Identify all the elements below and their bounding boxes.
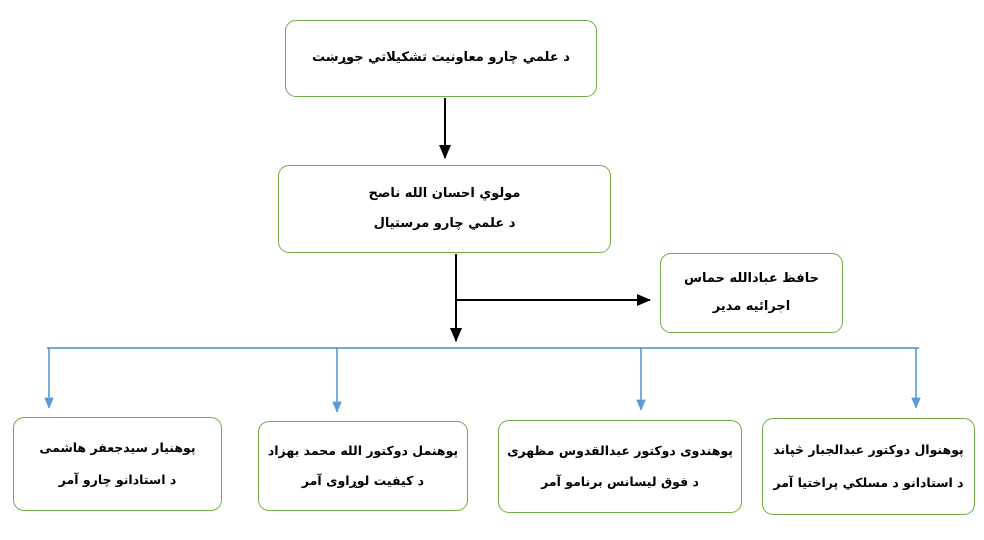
node-dept-3-name: پوهندوی دوکتور عبدالقدوس مظهری (507, 442, 733, 458)
node-dept-3-role: د فوق لیسانس برنامو آمر (541, 474, 699, 490)
node-dept-professional-development: پوهنوال دوکتور عبدالجبار څپاند د استادان… (762, 418, 975, 515)
node-deputy-name: مولوي احسان الله ناصح (368, 185, 521, 201)
node-dept-2-role: د کیفیت لوړاوی آمر (301, 473, 425, 489)
node-dept-quality-improvement: پوهنمل دوکتور الله محمد بهزاد د کیفیت لو… (258, 421, 468, 511)
node-dept-4-name: پوهنوال دوکتور عبدالجبار څپاند (773, 442, 964, 458)
node-deputy-role: د علمي چارو مرستیال (373, 215, 516, 231)
node-dept-2-name: پوهنمل دوکتور الله محمد بهزاد (267, 442, 459, 458)
node-dept-teachers-affairs: پوهنیار سیدجعفر هاشمی د استادانو چارو آم… (13, 417, 222, 511)
node-executive-role: اجرائیه مدیر (712, 298, 791, 314)
node-dept-1-role: د استادانو چارو آمر (58, 472, 177, 488)
node-dept-postgraduate-programs: پوهندوی دوکتور عبدالقدوس مظهری د فوق لیس… (498, 420, 742, 513)
node-dept-4-role: د استادانو د مسلکي پراختیا آمر (773, 475, 964, 491)
node-root: د علمي چارو معاونیت تشکیلاتي جوړښت (285, 20, 597, 97)
node-deputy: مولوي احسان الله ناصح د علمي چارو مرستیا… (278, 165, 611, 253)
node-executive-manager: حافظ عبادالله حماس اجرائیه مدیر (660, 253, 843, 333)
node-root-title: د علمي چارو معاونیت تشکیلاتي جوړښت (312, 50, 570, 66)
node-dept-1-name: پوهنیار سیدجعفر هاشمی (39, 440, 196, 456)
node-executive-name: حافظ عبادالله حماس (684, 271, 819, 287)
